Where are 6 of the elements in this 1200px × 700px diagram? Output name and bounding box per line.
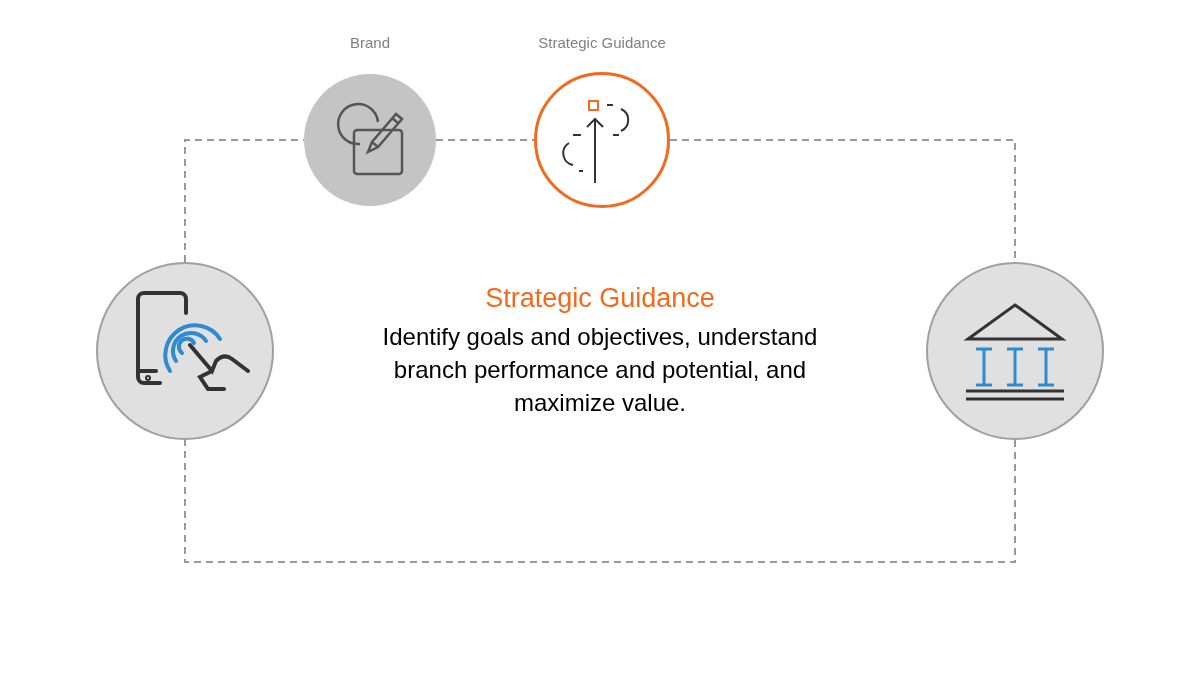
circle-caption: Brand	[350, 33, 390, 53]
section-heading: Strategic Guidance	[485, 282, 715, 315]
circle-caption: Strategic Guidance	[538, 33, 666, 53]
dashed-connector	[184, 439, 1016, 563]
dashed-connector	[435, 139, 535, 141]
description-text: Identify goals and objectives, understand branch performance and potential, and maximize value.	[381, 322, 819, 418]
